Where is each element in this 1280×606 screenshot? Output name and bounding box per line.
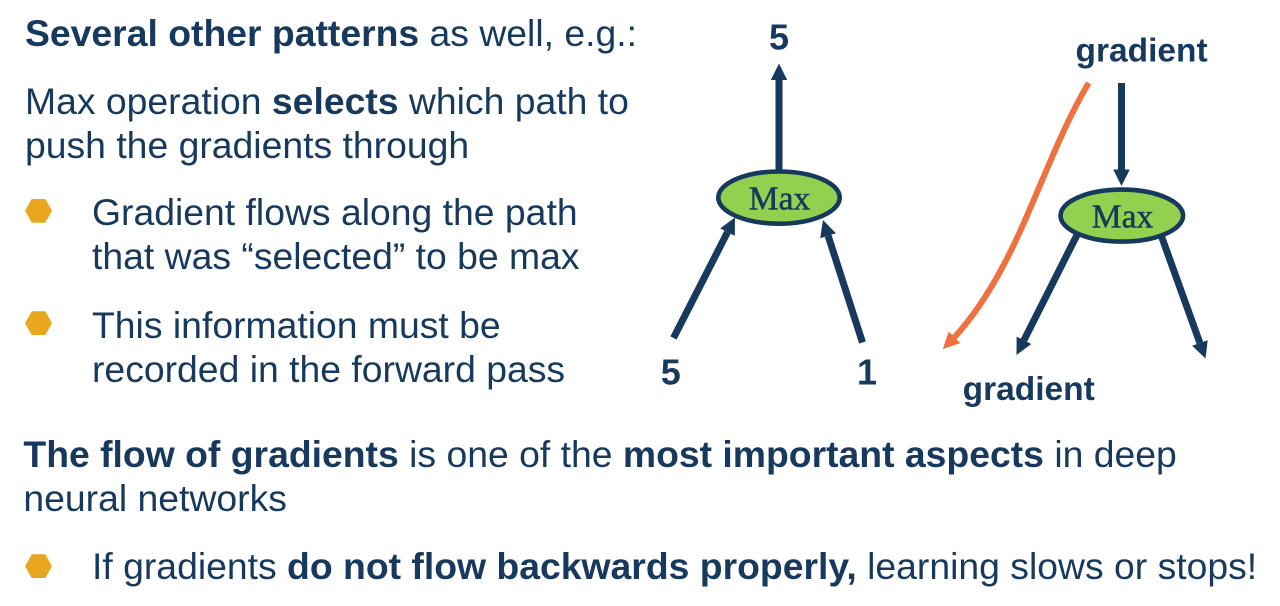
- svg-text:5: 5: [661, 352, 681, 393]
- svg-text:gradient: gradient: [963, 371, 1095, 408]
- svg-text:5: 5: [769, 17, 789, 58]
- svg-text:1: 1: [857, 352, 877, 393]
- svg-text:gradient: gradient: [1076, 33, 1208, 70]
- svg-text:Max: Max: [749, 181, 811, 218]
- svg-text:Max: Max: [1092, 199, 1154, 236]
